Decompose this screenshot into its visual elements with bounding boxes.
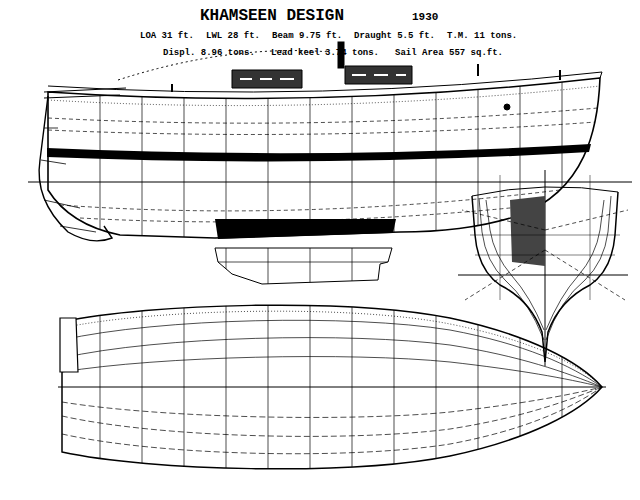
plan-centreline <box>58 387 606 388</box>
spec-item: Sail Area 557 sq.ft. <box>395 49 503 58</box>
porthole <box>504 104 510 110</box>
deckhouse <box>345 66 412 84</box>
deck-fittings <box>172 64 560 92</box>
keel-detail <box>215 248 392 284</box>
body-plan <box>458 170 628 366</box>
half-breadth-plan <box>58 295 606 480</box>
profile-view <box>28 42 632 290</box>
spec-item: Draught 5.5 ft. <box>354 32 435 41</box>
keel-detail-lines <box>200 240 400 290</box>
body-grid <box>470 175 620 300</box>
lead-keel <box>215 219 396 239</box>
spec-item: T.M. 11 tons. <box>447 32 517 41</box>
bulwark <box>48 72 602 92</box>
sheer-line <box>472 187 618 196</box>
waterline <box>28 182 632 183</box>
sections-inner <box>479 196 611 340</box>
rudder <box>39 96 112 241</box>
cabin-section <box>510 196 545 266</box>
cabin-top <box>232 70 302 88</box>
spec-item: Beam 9.75 ft. <box>272 32 342 41</box>
boot-top <box>47 144 591 161</box>
drawing-title: KHAMSEEN DESIGN <box>200 8 344 24</box>
spec-item: LWL 28 ft. <box>206 32 260 41</box>
transom <box>60 318 78 372</box>
body-waterline <box>458 275 628 276</box>
deckhouse-windows <box>352 74 406 76</box>
spec-item: Lead keel 3.74 tons. <box>271 49 379 58</box>
spec-item: Displ. 8.96 tons. <box>163 49 255 58</box>
cabin-windows <box>240 78 294 80</box>
spec-item: LOA 31 ft. <box>140 32 194 41</box>
design-year: 1930 <box>412 12 438 23</box>
rudder-lines <box>41 128 96 232</box>
